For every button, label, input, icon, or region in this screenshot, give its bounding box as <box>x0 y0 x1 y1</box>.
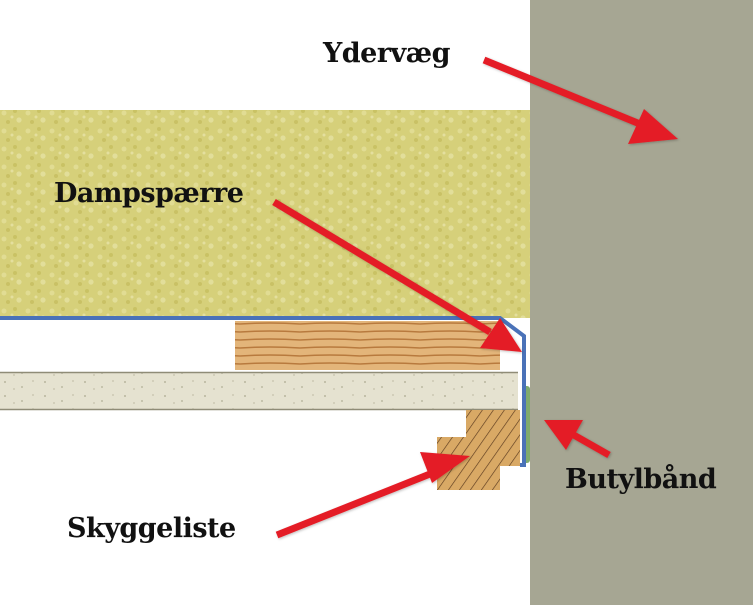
label-exterior-wall: Ydervæg <box>323 38 450 69</box>
arrow-butyl-tape <box>544 420 611 459</box>
arrow-wall <box>482 56 678 144</box>
label-skirting: Skyggeliste <box>67 513 236 544</box>
wood-beam <box>235 321 500 370</box>
ceiling-board <box>0 371 518 411</box>
vapor-barrier <box>0 316 526 467</box>
arrow-vapor-barrier <box>272 199 522 352</box>
label-vapor-barrier: Dampspærre <box>54 178 244 209</box>
exterior-wall <box>530 0 753 605</box>
skirting-board <box>437 410 520 490</box>
arrow-skirting <box>275 452 470 539</box>
insulation <box>0 110 530 318</box>
label-butyl-tape: Butylbånd <box>565 464 717 495</box>
